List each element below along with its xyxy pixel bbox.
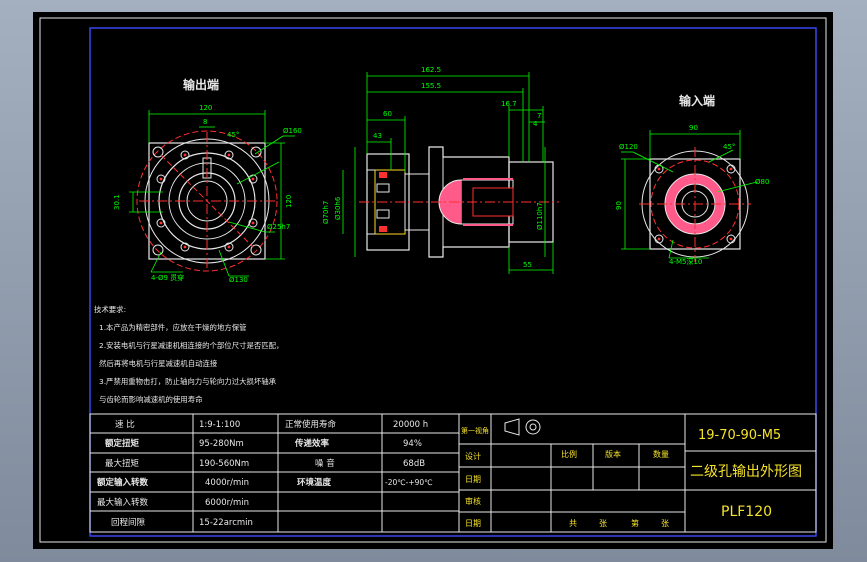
spec-r4-c0: 最大输入转数	[97, 497, 149, 508]
pcd-circle	[136, 130, 278, 272]
dim-120v: 120	[285, 195, 293, 208]
spec-r3-c0: 额定输入转数	[97, 477, 149, 488]
drawing-canvas: 输出端	[39, 17, 827, 543]
note-line-5: 与齿轮而影响减速机的使用寿命	[99, 395, 203, 404]
dim-angle-in: 45°	[723, 143, 735, 151]
notes-title: 技术要求:	[94, 305, 126, 314]
tb-head-scale: 比例	[561, 449, 577, 459]
output-end-title: 输出端	[183, 77, 219, 92]
spec-r1-c0: 额定扭矩	[105, 438, 140, 449]
dim-4: 4	[533, 120, 538, 128]
tb-head-version: 版本	[605, 449, 621, 459]
spec-r3-c1: 4000r/min	[205, 478, 249, 488]
tb-sheet-2: 张	[599, 519, 607, 528]
input-end-title: 输入端	[679, 93, 715, 108]
tech-notes: 技术要求: 1.本产品为精密部件，应放在干燥的地方保管 2.安装电机与行星减速机…	[94, 305, 283, 404]
projection-symbol	[504, 418, 541, 436]
dim-90v: 90	[615, 201, 623, 210]
tb-label-review: 审核	[465, 496, 481, 506]
dim-d120: Ø120	[619, 143, 638, 151]
dim-d160: Ø160	[283, 127, 302, 135]
outer-frame	[39, 17, 827, 543]
tb-label-view: 第一视角	[461, 426, 489, 435]
spec-r3-c2: 环境温度	[297, 477, 332, 488]
tb-head-qty: 数量	[653, 449, 669, 459]
spec-r0-c0: 速 比	[115, 419, 135, 430]
dim-d30: Ø30h6	[334, 196, 342, 220]
tb-sheet-1: 共	[569, 519, 577, 528]
dim-16: 16.7	[501, 100, 517, 108]
dim-holes: 4-Ø9 贯穿	[151, 273, 184, 282]
spec-r0-c2: 正常使用寿命	[285, 419, 337, 430]
spec-r1-c2: 传递效率	[294, 438, 330, 449]
spec-r2-c3: 68dB	[403, 459, 425, 469]
dim-d130: Ø130	[229, 276, 248, 284]
note-line-2: 2.安装电机与行星减速机相连接的个部位尺寸是否匹配，	[99, 341, 283, 350]
dim-angle: 45°	[227, 131, 239, 139]
dim-60: 60	[383, 110, 392, 118]
dim-d110: Ø110h7	[536, 202, 544, 230]
tb-label-design: 设计	[465, 451, 481, 461]
spec-r4-c1: 6000r/min	[205, 498, 249, 508]
dim-155: 155.5	[421, 82, 441, 90]
spec-r2-c0: 最大扭矩	[105, 458, 140, 469]
spec-r2-c1: 190-560Nm	[199, 459, 249, 469]
drawing-sheet: 输出端	[33, 12, 833, 549]
input-end-view: 输入端 90 45° Ø120 90 Ø80 4-M5深10	[615, 93, 769, 266]
tb-label-date2: 日期	[465, 519, 481, 528]
side-view: 162.5 155.5 60 43 16.7 4 7 55 Ø110h7 Ø70…	[322, 66, 559, 274]
tb-sheet-4: 张	[661, 519, 669, 528]
spec-r5-c0: 回程间隙	[111, 517, 146, 528]
note-line-1: 1.本产品为精密部件，应放在干燥的地方保管	[99, 323, 246, 332]
dim-30: 30.1	[113, 194, 121, 210]
dim-d80: Ø80	[755, 178, 769, 186]
dim-m5: 4-M5深10	[669, 257, 702, 266]
dim-162: 162.5	[421, 66, 441, 74]
dim-d70: Ø70h7	[322, 201, 330, 224]
title-block: 第一视角 设计 日期 审核 日期 比例 版本 数量 共 张 第 张 19-70-…	[458, 413, 817, 533]
tb-model: 19-70-90-M5	[698, 428, 781, 443]
tb-sheet-3: 第	[631, 518, 639, 528]
dim-width: 120	[199, 104, 212, 112]
tb-name: 二级孔输出外形图	[690, 464, 802, 480]
spec-r0-c3: 20000 h	[393, 420, 428, 430]
dim-43: 43	[373, 132, 382, 140]
note-line-3: 然后再将电机与行星减速机自动连接	[99, 359, 218, 368]
spec-r1-c1: 95-280Nm	[199, 439, 244, 449]
spec-r0-c1: 1:9-1:100	[199, 420, 240, 430]
spec-r3-c3: -20℃-+90℃	[385, 478, 433, 487]
tb-code: PLF120	[721, 504, 772, 520]
inner-frame	[89, 27, 817, 537]
note-line-4: 3.严禁用重物击打，防止轴向力与轮向力过大损坏轴承	[99, 377, 277, 386]
dim-90: 90	[689, 124, 698, 132]
dim-7: 7	[537, 112, 541, 120]
output-end-view: 输出端	[113, 77, 302, 284]
spec-r2-c2: 噪 音	[315, 458, 335, 469]
spec-r5-c1: 15-22arcmin	[199, 518, 253, 528]
dim-d25: Ø25h7	[267, 223, 290, 231]
spec-table: 速 比 1:9-1:100 正常使用寿命 20000 h 额定扭矩 95-280…	[89, 413, 460, 533]
tb-label-date: 日期	[465, 475, 481, 484]
dim-55: 55	[523, 261, 532, 269]
dim-key: 8	[203, 118, 207, 126]
spec-r1-c3: 94%	[403, 439, 422, 449]
